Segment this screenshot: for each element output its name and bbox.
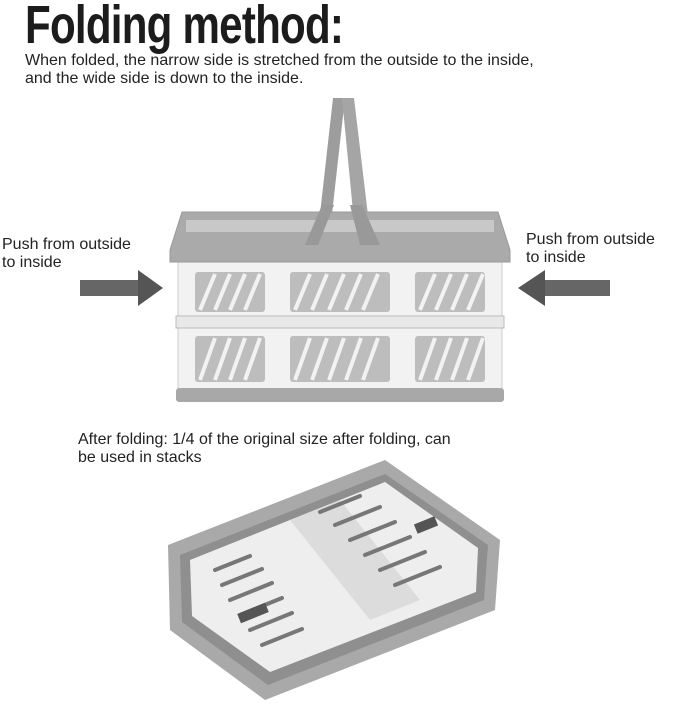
description-line-1: When folded, the narrow side is stretche… [25,52,534,69]
folded-basket-image [168,460,500,700]
right-label-line-2: to inside [526,249,586,266]
right-label-line-1: Push from outside [526,231,655,248]
arrow-left-icon [518,270,610,306]
arrow-right-icon [80,270,163,306]
page-title: Folding method: [25,0,344,55]
after-folding-line-1: After folding: 1/4 of the original size … [78,431,451,448]
left-label-line-1: Push from outside [2,236,131,253]
open-basket-image [169,98,511,402]
left-label-line-2: to inside [2,254,62,271]
after-folding-line-2: be used in stacks [78,449,202,466]
description-line-2: and the wide side is down to the inside. [25,70,304,87]
